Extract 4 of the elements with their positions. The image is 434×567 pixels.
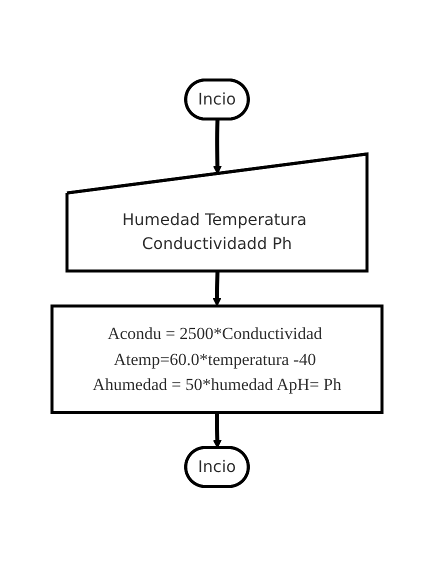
arrow [213, 120, 222, 175]
arrow [212, 412, 222, 449]
arrow [212, 272, 222, 307]
node-box: Acondu = 2500*Conductividad Atemp=60.0*temperatura -40 Ahumedad = 50*humedad ApH= Ph [50, 304, 384, 414]
